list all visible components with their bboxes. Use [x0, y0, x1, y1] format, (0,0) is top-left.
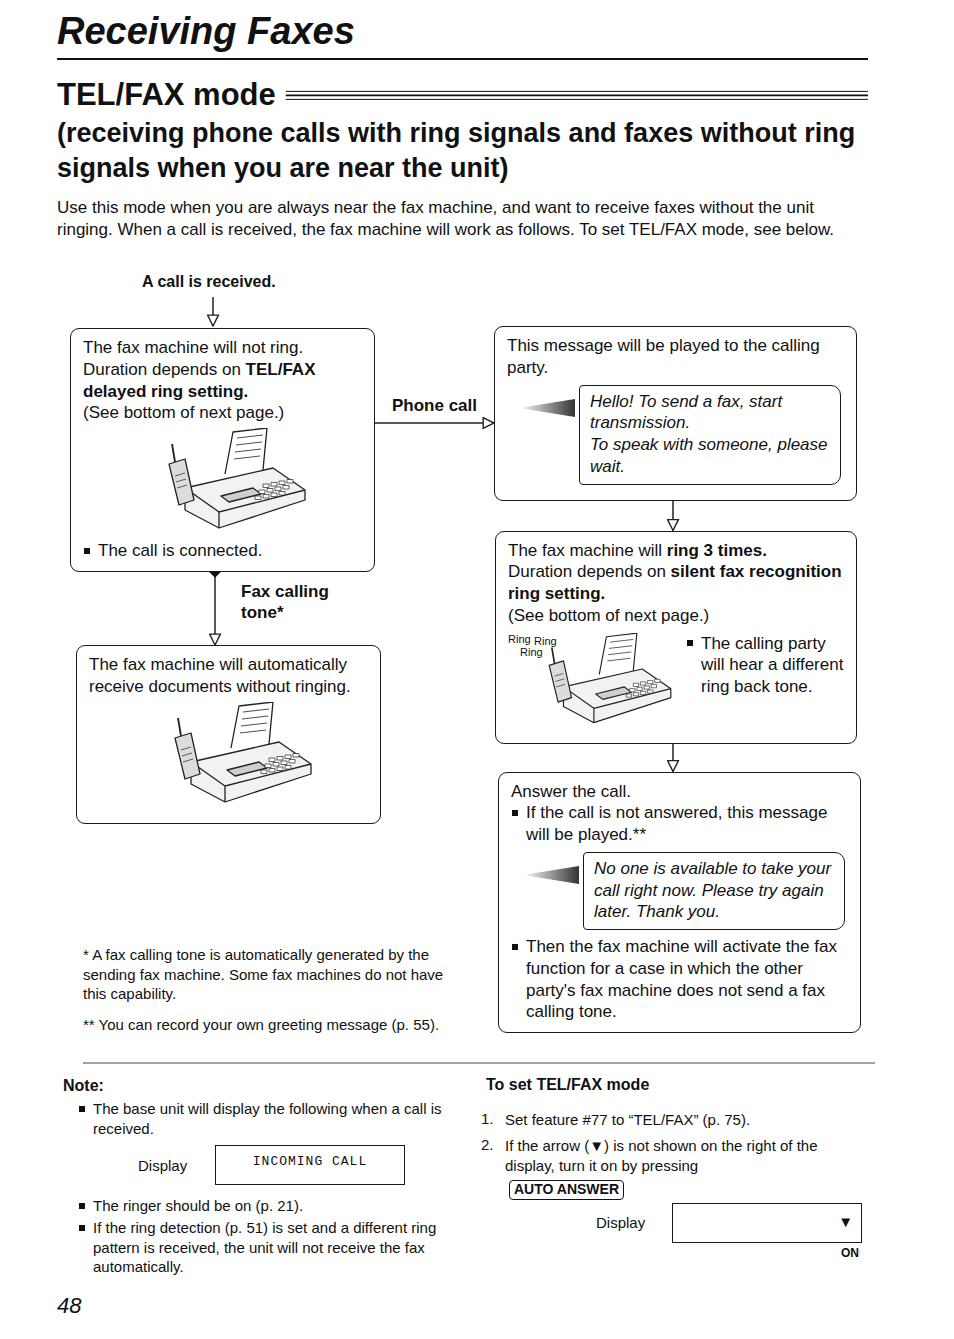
step-text: If the arrow (▼) is not shown on the rig… — [505, 1136, 870, 1175]
step-number: 2. — [481, 1136, 494, 1155]
fax-machine-illustration — [163, 428, 313, 536]
flow-arrow — [375, 422, 494, 424]
section-heading: TEL/FAX mode — [57, 76, 276, 115]
greeting-box: No one is available to take your call ri… — [583, 852, 845, 930]
node-text: The fax machine will — [508, 541, 662, 560]
display-label: Display — [138, 1157, 187, 1176]
flow-arrow — [672, 501, 674, 531]
process-box: The fax machine will automatically recei… — [76, 645, 381, 824]
process-box: The fax machine will not ring. Duration d… — [70, 328, 375, 572]
pointer-wedge-shape — [519, 399, 575, 417]
node-text: This message will be played to the calli… — [507, 336, 820, 377]
node-text: (See bottom of next page.) — [83, 403, 284, 422]
page-title: Receiving Faxes — [57, 10, 355, 53]
note-heading: Note: — [63, 1076, 104, 1096]
heading-rule — [286, 99, 868, 100]
message-box: This message will be played to the calli… — [494, 326, 857, 501]
ring-text: Ring — [534, 635, 557, 649]
edge-label: Phone call — [392, 395, 477, 417]
node-text: The fax machine will automatically recei… — [89, 655, 351, 696]
pointer-wedge-shape — [523, 866, 579, 884]
flow-arrow — [214, 572, 216, 645]
node-text: INCOMING CALL — [253, 1154, 367, 1169]
footnote: ** You can record your own greeting mess… — [83, 1015, 455, 1035]
button-key: AUTO ANSWER — [509, 1180, 624, 1200]
node-text: The fax machine will not ring. — [83, 338, 303, 357]
node-text: Hello! To send a fax, start transmission… — [590, 392, 782, 433]
fax-machine-illustration — [169, 702, 319, 810]
node-text: Duration depends on — [83, 360, 241, 379]
node-text: No one is available to take your call ri… — [594, 859, 831, 922]
step-number: 1. — [481, 1110, 494, 1129]
edge-label: Fax calling tone* — [241, 581, 345, 625]
node-text: ▼ — [838, 1213, 853, 1230]
display-box: ▼ — [672, 1203, 862, 1243]
section-subheading: (receiving phone calls with ring signals… — [57, 116, 897, 185]
step-text: Set feature #77 to “TEL/FAX” (p. 75). — [505, 1110, 870, 1130]
display-box: INCOMING CALL — [215, 1145, 405, 1185]
node-text: If the call is not answered, this messag… — [526, 803, 827, 844]
note-text: The ringer should be on (p. 21). — [78, 1196, 473, 1216]
start-arrow — [212, 297, 214, 326]
flow-start-text: A call is received. — [142, 272, 276, 292]
intro-text: Use this mode when you are always near t… — [57, 197, 872, 241]
display-label: Display — [596, 1214, 645, 1233]
heading-rule — [286, 91, 868, 92]
node-text: The calling party will hear a different … — [701, 634, 843, 697]
status-text: ON — [841, 1246, 859, 1261]
title-rule — [57, 58, 868, 60]
page-number: 48 — [57, 1292, 81, 1320]
ring-text: Ring — [508, 633, 531, 647]
node-text: The call is connected. — [98, 541, 262, 560]
separator-rule — [83, 1063, 875, 1064]
process-box: Answer the call. If the call is not answe… — [498, 772, 861, 1034]
steps-heading: To set TEL/FAX mode — [486, 1075, 649, 1095]
node-text: Answer the call. — [511, 782, 631, 801]
heading-rule — [286, 95, 868, 97]
note-text: If the ring detection (p. 51) is set and… — [78, 1218, 475, 1277]
pointer-wedge — [519, 399, 575, 417]
node-text: ring 3 times. — [667, 541, 767, 560]
node-text: To speak with someone, please wait. — [590, 435, 828, 476]
node-text: Duration depends on — [508, 562, 666, 581]
note-text: The base unit will display the following… — [78, 1099, 465, 1138]
pointer-wedge — [523, 866, 579, 884]
greeting-box: Hello! To send a fax, start transmission… — [579, 385, 841, 485]
node-text: Then the fax machine will activate the f… — [526, 937, 837, 1021]
ring-text: Ring — [520, 646, 543, 660]
footnote: * A fax calling tone is automatically ge… — [83, 945, 455, 1004]
flow-arrow — [672, 744, 674, 772]
node-text: (See bottom of next page.) — [508, 606, 709, 625]
